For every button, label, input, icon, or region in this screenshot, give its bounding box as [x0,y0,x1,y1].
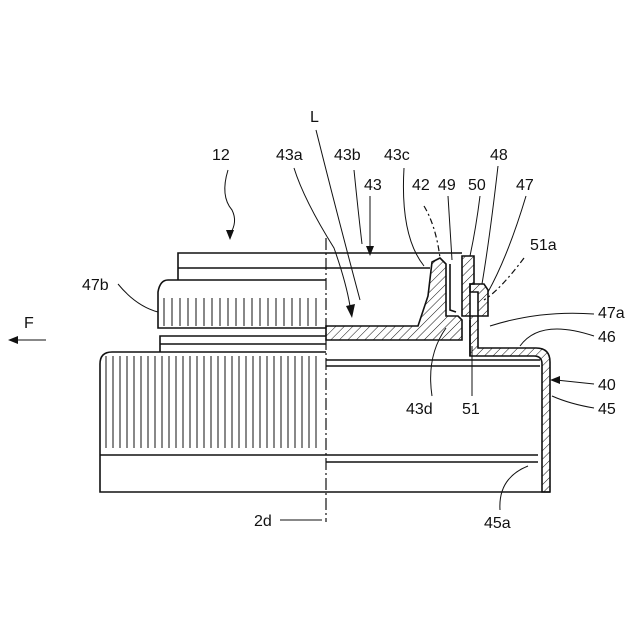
cap-section-view [326,206,550,492]
plug-cavity [450,264,456,312]
label-43a: 43a [276,147,303,164]
hidden-line-42 [424,206,440,258]
label-46: 46 [598,329,616,346]
hidden-line-51a [484,258,524,300]
spout-ring [158,280,326,328]
spout-ring-knurl [164,298,316,326]
label-F: F [24,315,34,332]
label-40: 40 [598,377,616,394]
label-51a: 51a [530,237,557,254]
step-ring-section [470,284,488,316]
label-43: 43 [364,177,382,194]
label-12: 12 [212,147,230,164]
label-47b: 47b [82,277,109,294]
label-43d: 43d [406,401,433,418]
label-50: 50 [468,177,486,194]
outer-wall-section [470,316,550,492]
inner-plug-section [326,258,462,340]
label-45a: 45a [484,515,511,532]
top-lid [178,253,326,280]
label-2d: 2d [254,513,272,530]
knurled-grip [106,356,316,448]
cap-exterior-view [100,253,326,492]
direction-arrow-f [8,336,46,344]
label-51: 51 [462,401,480,418]
label-47a: 47a [598,305,625,322]
label-L: L [310,109,319,126]
label-49: 49 [438,177,456,194]
label-43c: 43c [384,147,410,164]
label-43b: 43b [334,147,361,164]
label-42: 42 [412,177,430,194]
label-48: 48 [490,147,508,164]
label-47: 47 [516,177,534,194]
label-45: 45 [598,401,616,418]
reference-labels: 12 L 43a 43b 43c 48 43 42 49 50 47 51a 4… [24,109,625,532]
